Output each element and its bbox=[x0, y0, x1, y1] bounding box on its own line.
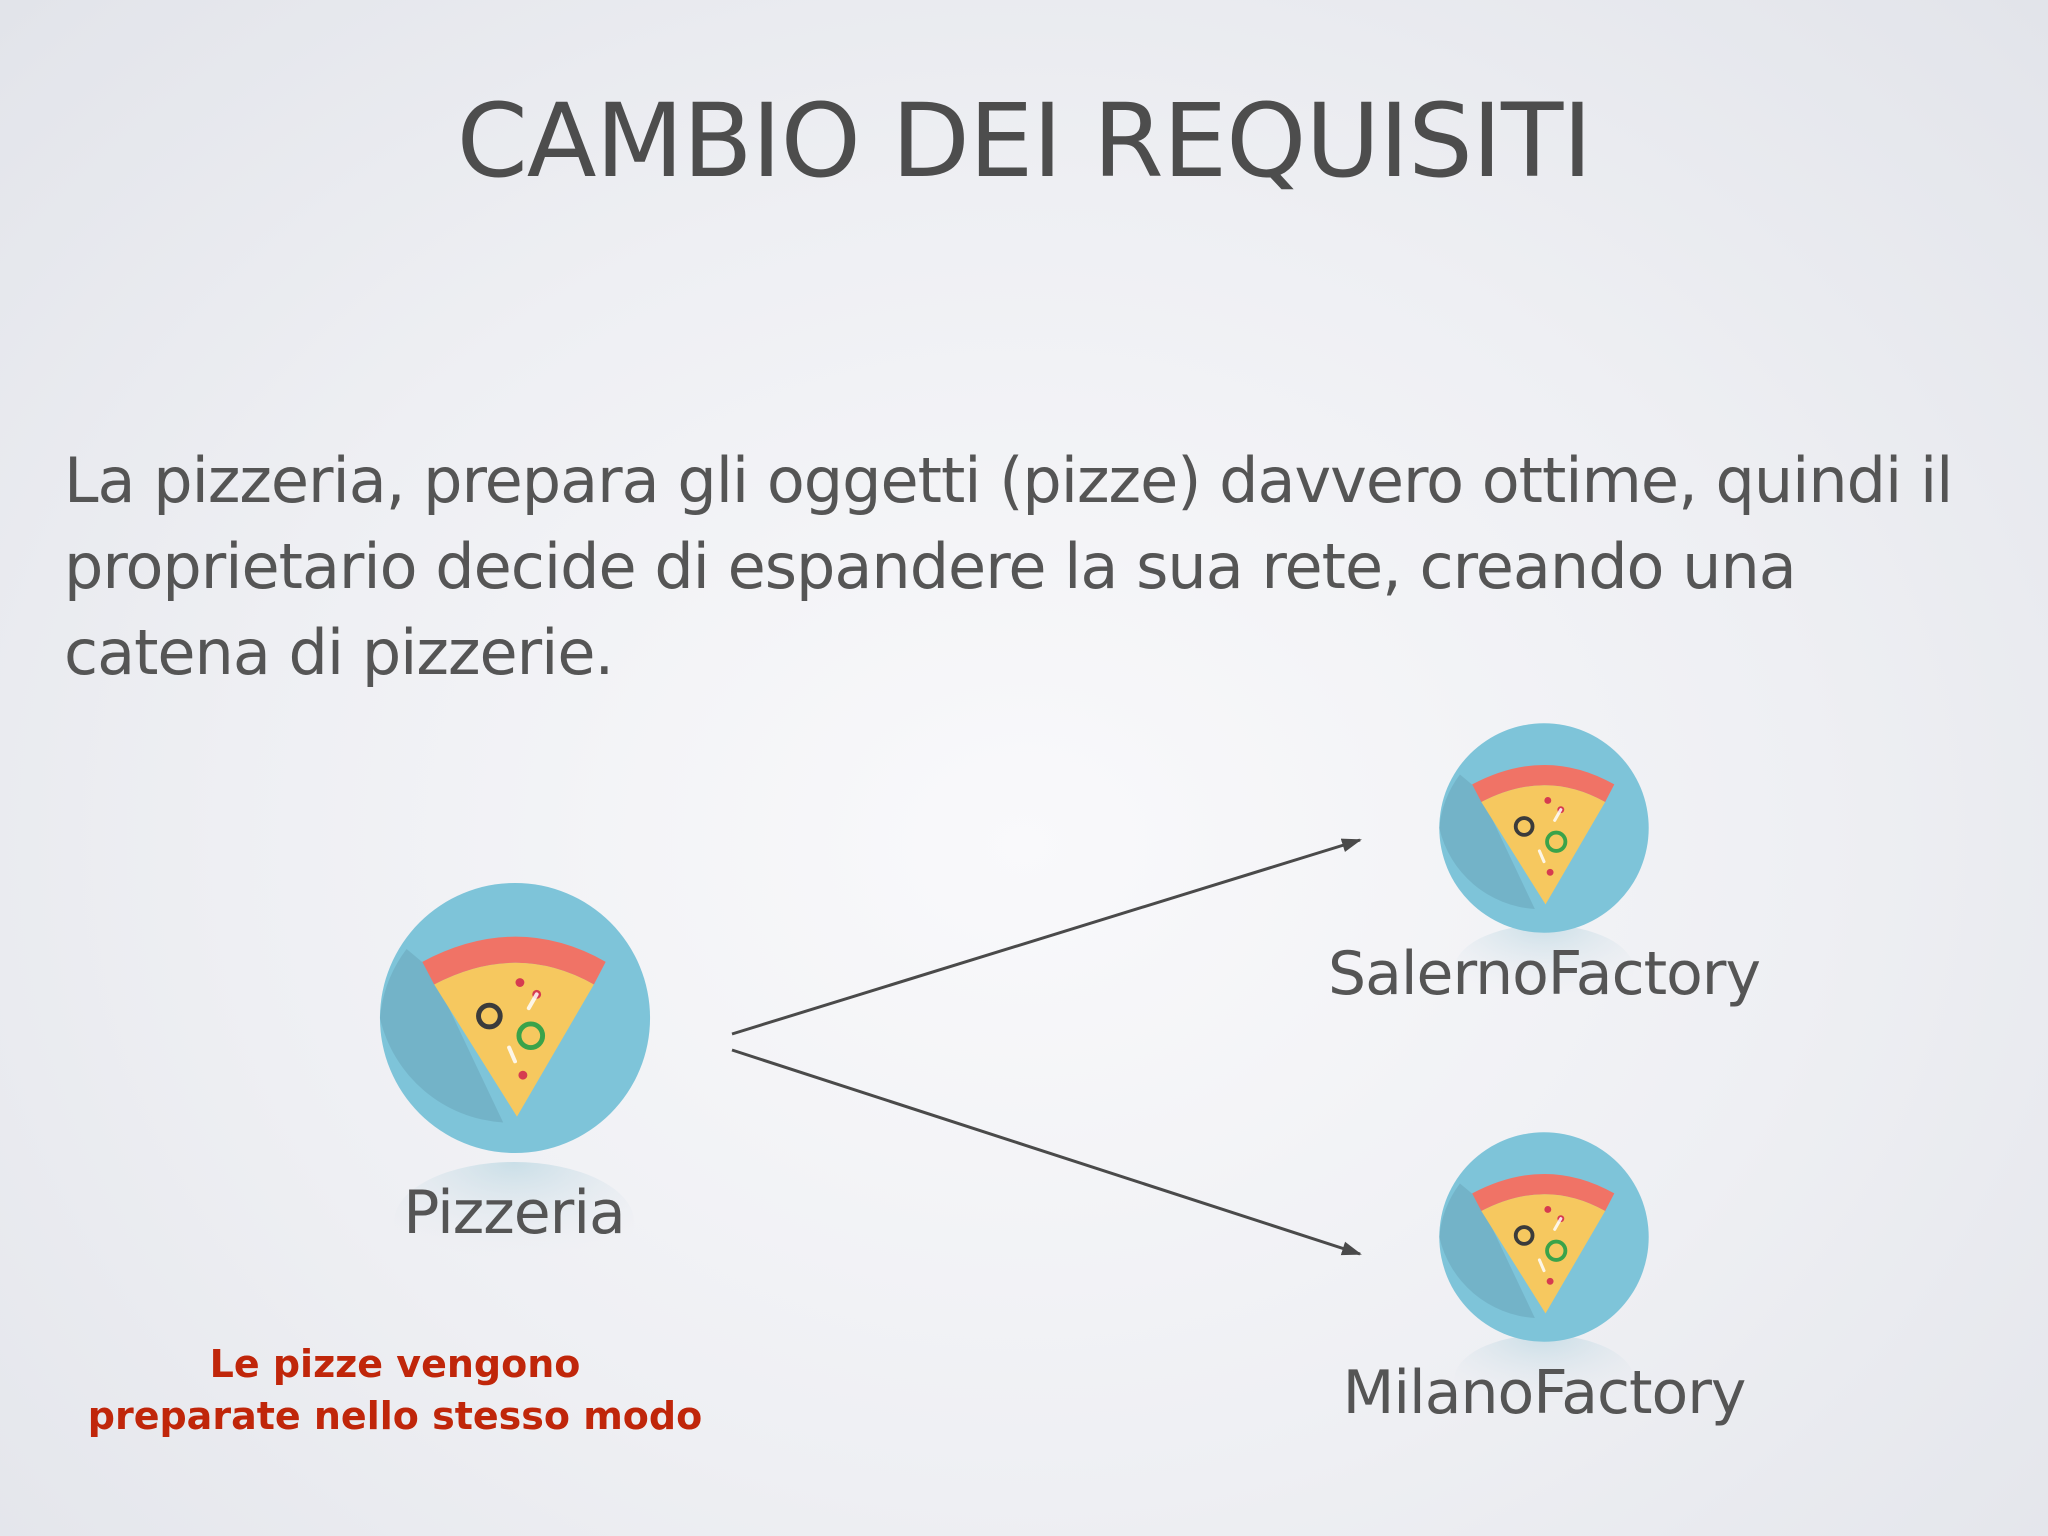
milano-reflection bbox=[1454, 1335, 1634, 1425]
pizzeria-label: Pizzeria bbox=[403, 1178, 626, 1248]
salerno-pizza-icon bbox=[1437, 721, 1651, 935]
salerno-reflection bbox=[1454, 925, 1634, 1015]
note-line-2: preparate nello stesso modo bbox=[87, 1394, 703, 1438]
body-paragraph: La pizzeria, prepara gli oggetti (pizze)… bbox=[64, 444, 1953, 689]
pizzeria-reflection bbox=[394, 1162, 634, 1282]
salerno-factory-label: SalernoFactory bbox=[1328, 939, 1761, 1009]
arrow-to-salerno bbox=[731, 838, 1362, 1036]
note-line-1: Le pizze vengono bbox=[209, 1342, 581, 1386]
slide-title: CAMBIO DEI REQUISITI bbox=[456, 82, 1593, 201]
note-callout: Le pizze vengono preparate nello stesso … bbox=[40, 1338, 750, 1442]
milano-factory-label: MilanoFactory bbox=[1342, 1358, 1747, 1428]
milano-pizza-icon bbox=[1437, 1130, 1651, 1344]
arrow-to-milano bbox=[731, 1048, 1362, 1256]
pizzeria-pizza-icon bbox=[380, 883, 650, 1153]
